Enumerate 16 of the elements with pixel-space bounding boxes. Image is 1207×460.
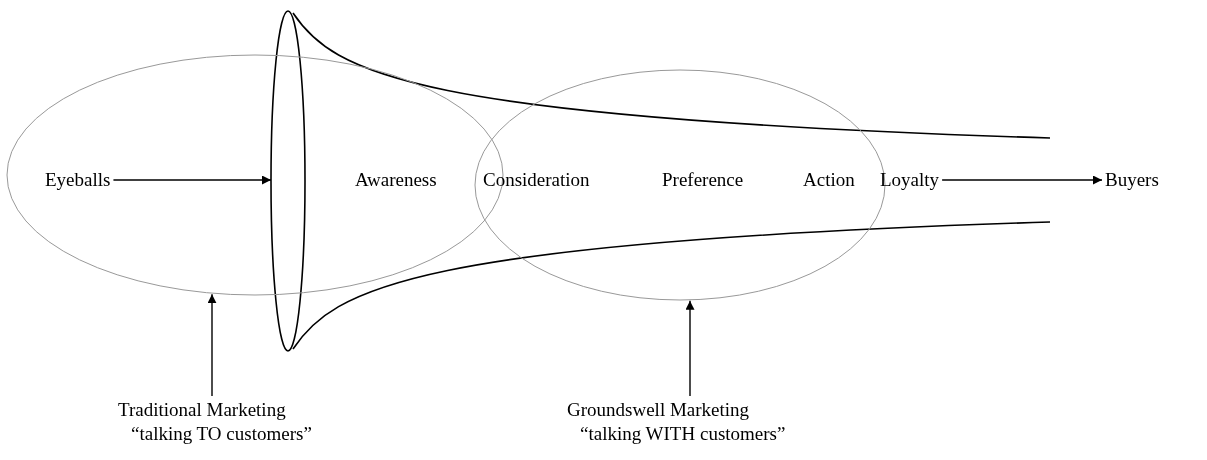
funnel-mouth <box>270 10 306 352</box>
stage-text: Preference <box>662 168 744 192</box>
note-quote: “talking WITH customers” <box>580 422 786 446</box>
arrow <box>685 300 695 397</box>
arrow <box>112 175 272 185</box>
outcome-text: Buyers <box>1105 168 1159 192</box>
stage-text: Consideration <box>483 168 590 192</box>
stage-text: Loyalty <box>880 168 940 192</box>
stage-text: Action <box>803 168 855 192</box>
note-quote: “talking TO customers” <box>131 422 312 446</box>
stage-text: Awareness <box>355 168 437 192</box>
note-heading: Traditional Marketing <box>118 398 287 422</box>
note-heading: Groundswell Marketing <box>567 398 751 422</box>
stage-text: Eyeballs <box>45 168 111 192</box>
arrow <box>941 175 1103 185</box>
arrow <box>207 293 217 397</box>
